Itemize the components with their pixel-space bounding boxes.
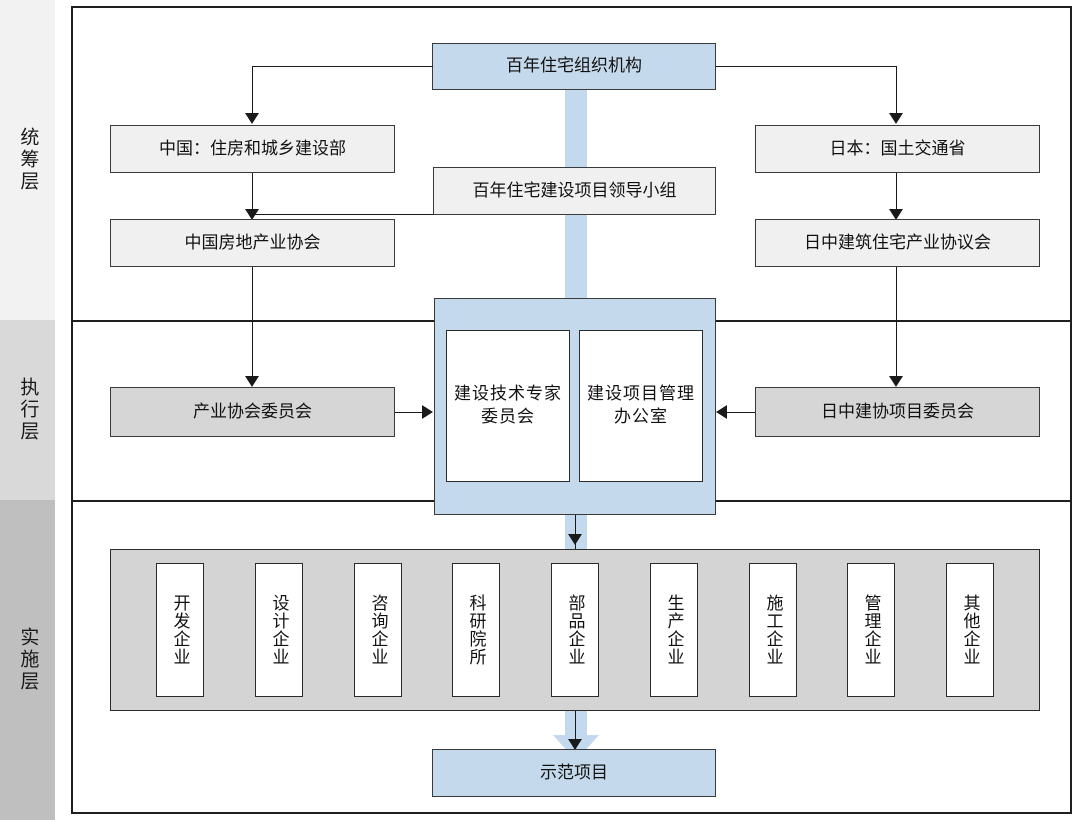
list-item[interactable]: 科研院所	[452, 563, 500, 697]
connector-root-to-left	[252, 66, 433, 67]
layer-label-implementation: 实施层	[17, 627, 39, 693]
node-project-office-label: 建设项目管理办公室	[587, 384, 695, 426]
arrowhead-to-china-ministry	[245, 113, 259, 124]
arrowhead-to-china-association	[245, 209, 259, 220]
enterprise-label: 其他企业	[960, 594, 980, 666]
layer-band-implementation: 实施层	[0, 500, 55, 820]
connector-left-drop	[252, 66, 253, 114]
connector-right-drop	[896, 66, 897, 114]
enterprise-label: 施工企业	[763, 594, 783, 666]
connector-center-down	[575, 515, 576, 549]
list-item[interactable]: 其他企业	[946, 563, 994, 697]
list-item[interactable]: 生产企业	[650, 563, 698, 697]
arrowhead-to-japan-ministry	[889, 113, 903, 124]
layer-label-coordination: 统筹层	[17, 127, 39, 193]
node-jc-project-committee[interactable]: 日中建协项目委员会	[755, 387, 1040, 437]
enterprise-label: 管理企业	[861, 594, 881, 666]
connector-jc-to-center	[727, 412, 755, 413]
list-item[interactable]: 咨询企业	[354, 563, 402, 697]
node-demo-project[interactable]: 示范项目	[432, 749, 716, 797]
diagram-outer-frame	[71, 6, 1072, 814]
list-item[interactable]: 设计企业	[255, 563, 303, 697]
node-leading-group[interactable]: 百年住宅建设项目领导小组	[433, 167, 716, 215]
connector-japan-ministry-down	[896, 173, 897, 215]
arrowhead-into-center-right	[716, 405, 727, 419]
list-item[interactable]: 开发企业	[156, 563, 204, 697]
arrowhead-to-industry-committee	[245, 376, 259, 387]
arrowhead-to-implementation	[568, 534, 582, 545]
connector-china-association-down	[252, 267, 253, 379]
list-item[interactable]: 部品企业	[551, 563, 599, 697]
arrowhead-to-demo-project	[568, 739, 582, 750]
connector-strip-to-demo	[575, 711, 576, 751]
connector-china-ministry-down	[252, 173, 253, 215]
arrowhead-into-center-left	[422, 405, 433, 419]
node-tech-expert-committee[interactable]: 建设技术专家委员会	[446, 330, 570, 482]
node-japan-association[interactable]: 日中建筑住宅产业协议会	[755, 219, 1040, 267]
enterprise-label: 设计企业	[269, 594, 289, 666]
arrowhead-to-jc-committee	[889, 376, 903, 387]
arrowhead-to-japan-association	[889, 209, 903, 220]
node-tech-expert-committee-label: 建设技术专家委员会	[454, 384, 562, 426]
enterprise-label: 咨询企业	[368, 594, 388, 666]
node-japan-ministry[interactable]: 日本：国土交通省	[755, 125, 1040, 173]
list-item[interactable]: 施工企业	[749, 563, 797, 697]
node-industry-committee[interactable]: 产业协会委员会	[110, 387, 395, 437]
node-china-ministry[interactable]: 中国：住房和城乡建设部	[110, 125, 395, 173]
spine-segment-lower	[565, 711, 587, 735]
enterprise-label: 开发企业	[170, 594, 190, 666]
layer-band-execution: 执行层	[0, 320, 55, 500]
node-project-office[interactable]: 建设项目管理办公室	[579, 330, 703, 482]
enterprise-label: 科研院所	[466, 594, 486, 666]
enterprise-label: 部品企业	[565, 594, 585, 666]
list-item[interactable]: 管理企业	[847, 563, 895, 697]
node-china-association[interactable]: 中国房地产业协会	[110, 219, 395, 267]
layer-band-coordination: 统筹层	[0, 0, 55, 320]
connector-japan-association-down	[896, 267, 897, 379]
connector-industry-to-center	[395, 412, 424, 413]
layer-label-execution: 执行层	[17, 377, 39, 443]
connector-leading-group-to-left	[252, 214, 433, 215]
enterprise-label: 生产企业	[664, 594, 684, 666]
connector-root-to-right	[716, 66, 897, 67]
node-root-organization[interactable]: 百年住宅组织机构	[432, 43, 716, 90]
